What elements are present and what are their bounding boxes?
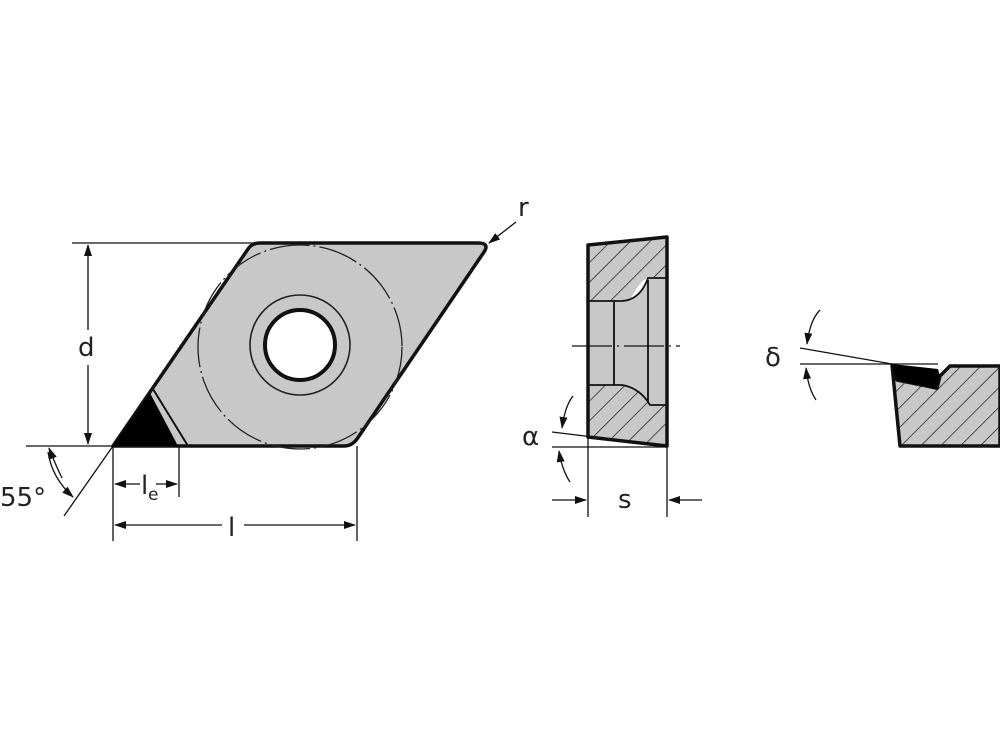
dimension-le (112, 446, 180, 541)
label-le-subscript: e (148, 485, 158, 505)
label-d: d (78, 333, 95, 363)
label-alpha: α (522, 422, 539, 452)
label-s: s (618, 485, 632, 515)
label-l: l (228, 513, 235, 543)
section-top-hatch (588, 237, 667, 301)
pcd-tip-profile (892, 364, 940, 390)
tip-border-line (152, 388, 189, 447)
insert-top-view (111, 241, 488, 450)
insert-section-view (572, 235, 680, 448)
mounting-hole (263, 308, 337, 382)
dimension-s (552, 437, 702, 517)
dimension-d (26, 242, 255, 447)
dimension-alpha (551, 395, 668, 483)
dimension-delta (799, 309, 938, 401)
label-le: l (141, 471, 148, 501)
edge-detail-view (890, 363, 1000, 448)
label-r: r (518, 193, 529, 223)
pcd-tip (113, 393, 178, 446)
counterbore-ring (249, 294, 351, 396)
label-angle: 55° (0, 483, 46, 513)
dimension-l (114, 446, 358, 541)
radius-arrow (488, 221, 517, 244)
inscribed-circle (197, 244, 403, 450)
dimension-angle (47, 445, 114, 517)
label-delta: δ (765, 343, 781, 373)
section-bottom-hatch (588, 385, 667, 446)
